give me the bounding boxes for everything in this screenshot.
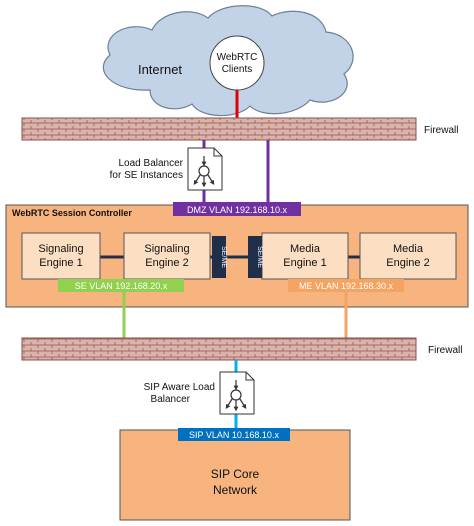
me-vlan-label: ME VLAN 192.168.30.x: [299, 281, 394, 291]
sip-vlan: SIP VLAN 10.168.10.x: [178, 428, 290, 441]
firewall-bottom-label: Firewall: [428, 345, 462, 356]
se-me-connector-right-label: SE/ME: [256, 246, 263, 268]
firewall-top: Firewall: [21, 117, 458, 141]
load-balancer-sip-label-line2: Balancer: [151, 394, 191, 405]
media-engine-2: Media Engine 2: [359, 232, 457, 280]
load-balancer-se-label-line2: for SE Instances: [110, 170, 183, 181]
firewall-bottom: Firewall: [21, 337, 462, 361]
sip-core-label-line2: Network: [213, 483, 258, 497]
sip-core-label-line1: SIP Core: [211, 467, 260, 481]
load-balancer-sip-icon: [225, 380, 247, 412]
signaling-engine-1-line1: Signaling: [38, 243, 83, 255]
media-engine-1: Media Engine 1: [261, 232, 349, 280]
load-balancer-sip: SIP Aware Load Balancer: [144, 371, 255, 415]
dmz-vlan-label: DMZ VLAN 192.168.10.x: [187, 205, 288, 215]
se-me-connector-left-label: SE/ME: [220, 246, 227, 268]
load-balancer-se-icon: [193, 156, 215, 188]
webrtc-clients-node: WebRTC Clients: [209, 35, 265, 91]
media-engine-2-line1: Media: [393, 243, 424, 255]
se-me-connector-left: SE/ME: [212, 236, 227, 278]
load-balancer-sip-label-line1: SIP Aware Load: [144, 382, 215, 393]
clients-label-line1: WebRTC: [217, 52, 258, 63]
se-vlan: SE VLAN 192.168.20.x: [58, 279, 184, 292]
sip-vlan-label: SIP VLAN 10.168.10.x: [189, 430, 279, 440]
se-me-connector-right: SE/ME: [248, 236, 263, 278]
session-controller-title: WebRTC Session Controller: [12, 208, 132, 218]
signaling-engine-2-line2: Engine 2: [145, 257, 188, 269]
sip-core-network: SIP Core Network: [119, 429, 351, 521]
clients-label-line2: Clients: [222, 64, 253, 75]
signaling-engine-1: Signaling Engine 1: [21, 232, 101, 280]
me-vlan: ME VLAN 192.168.30.x: [288, 279, 404, 292]
signaling-engine-2-line1: Signaling: [144, 243, 189, 255]
media-engine-1-line1: Media: [290, 243, 321, 255]
dmz-vlan: DMZ VLAN 192.168.10.x: [173, 202, 301, 216]
load-balancer-se: Load Balancer for SE Instances: [110, 147, 223, 191]
se-vlan-label: SE VLAN 192.168.20.x: [75, 281, 168, 291]
internet-label: Internet: [138, 62, 182, 77]
media-engine-2-line2: Engine 2: [386, 257, 429, 269]
signaling-engine-1-line2: Engine 1: [39, 257, 82, 269]
signaling-engine-2: Signaling Engine 2: [123, 232, 211, 280]
load-balancer-se-label-line1: Load Balancer: [119, 158, 184, 169]
media-engine-1-line2: Engine 1: [283, 257, 326, 269]
firewall-top-label: Firewall: [424, 125, 458, 136]
